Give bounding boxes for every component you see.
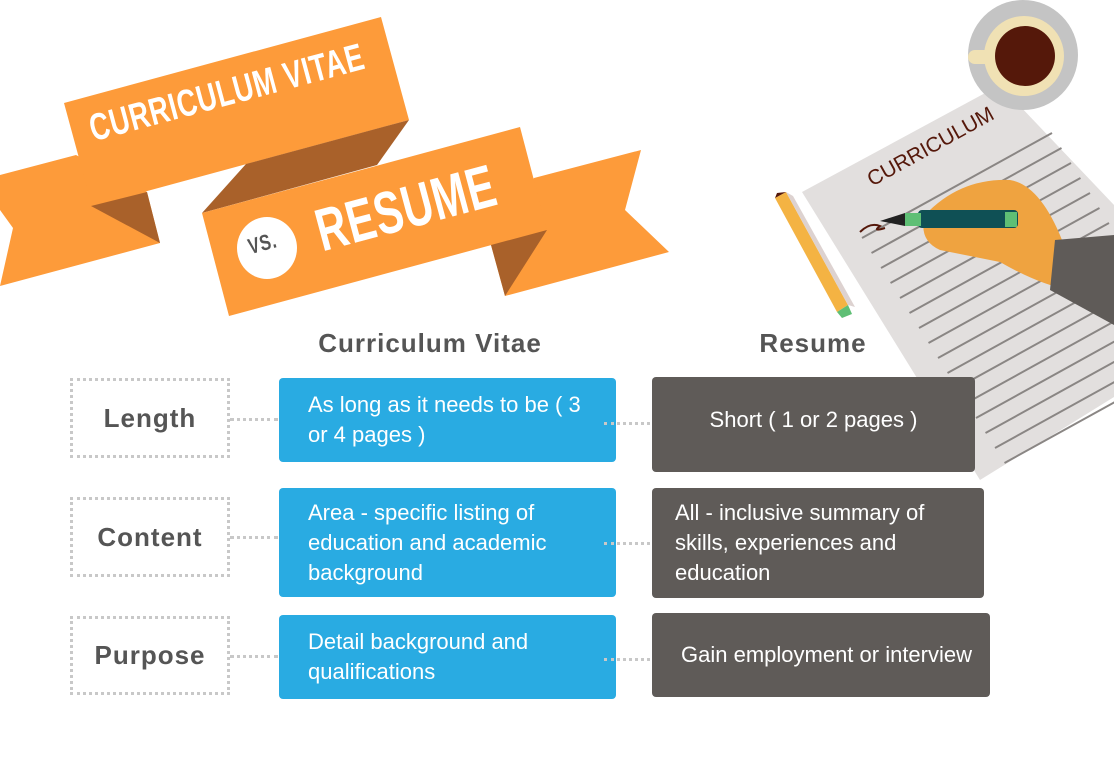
row-label-content: Content [70,497,230,577]
paper-line [966,320,1114,404]
connector [230,536,278,539]
connector [230,418,278,421]
pen-icon [859,210,1018,233]
resume-cell-length: Short ( 1 or 2 pages ) [652,377,975,472]
paper-line [956,300,1114,389]
coffee [995,26,1055,86]
vs-circle [237,217,297,279]
cv-cell-content: Area - specific listing of education and… [279,488,616,597]
hand [923,179,1070,290]
paper-line [1004,401,1114,464]
cv-cell-purpose: Detail background and qualifications [279,615,616,699]
resume-cell-content: All - inclusive summary of skills, exper… [652,488,984,598]
sleeve [1050,235,1114,325]
paper-line [975,340,1114,419]
resume-cell-purpose: Gain employment or interview [652,613,990,697]
column-header-resume: Resume [759,328,867,358]
pencil-icon [775,192,855,318]
connector [604,658,650,661]
row-label-length: Length [70,378,230,458]
banner-graphic [0,17,669,316]
column-header-cv: Curriculum Vitae [318,328,542,358]
paper-line [985,360,1114,434]
connector [604,422,650,425]
row-label-purpose: Purpose [70,616,230,695]
paper-line [994,381,1114,449]
cv-cell-length: As long as it needs to be ( 3 or 4 pages… [279,378,616,462]
paper-illustration [775,0,1114,480]
connector [230,655,278,658]
connector [604,542,650,545]
